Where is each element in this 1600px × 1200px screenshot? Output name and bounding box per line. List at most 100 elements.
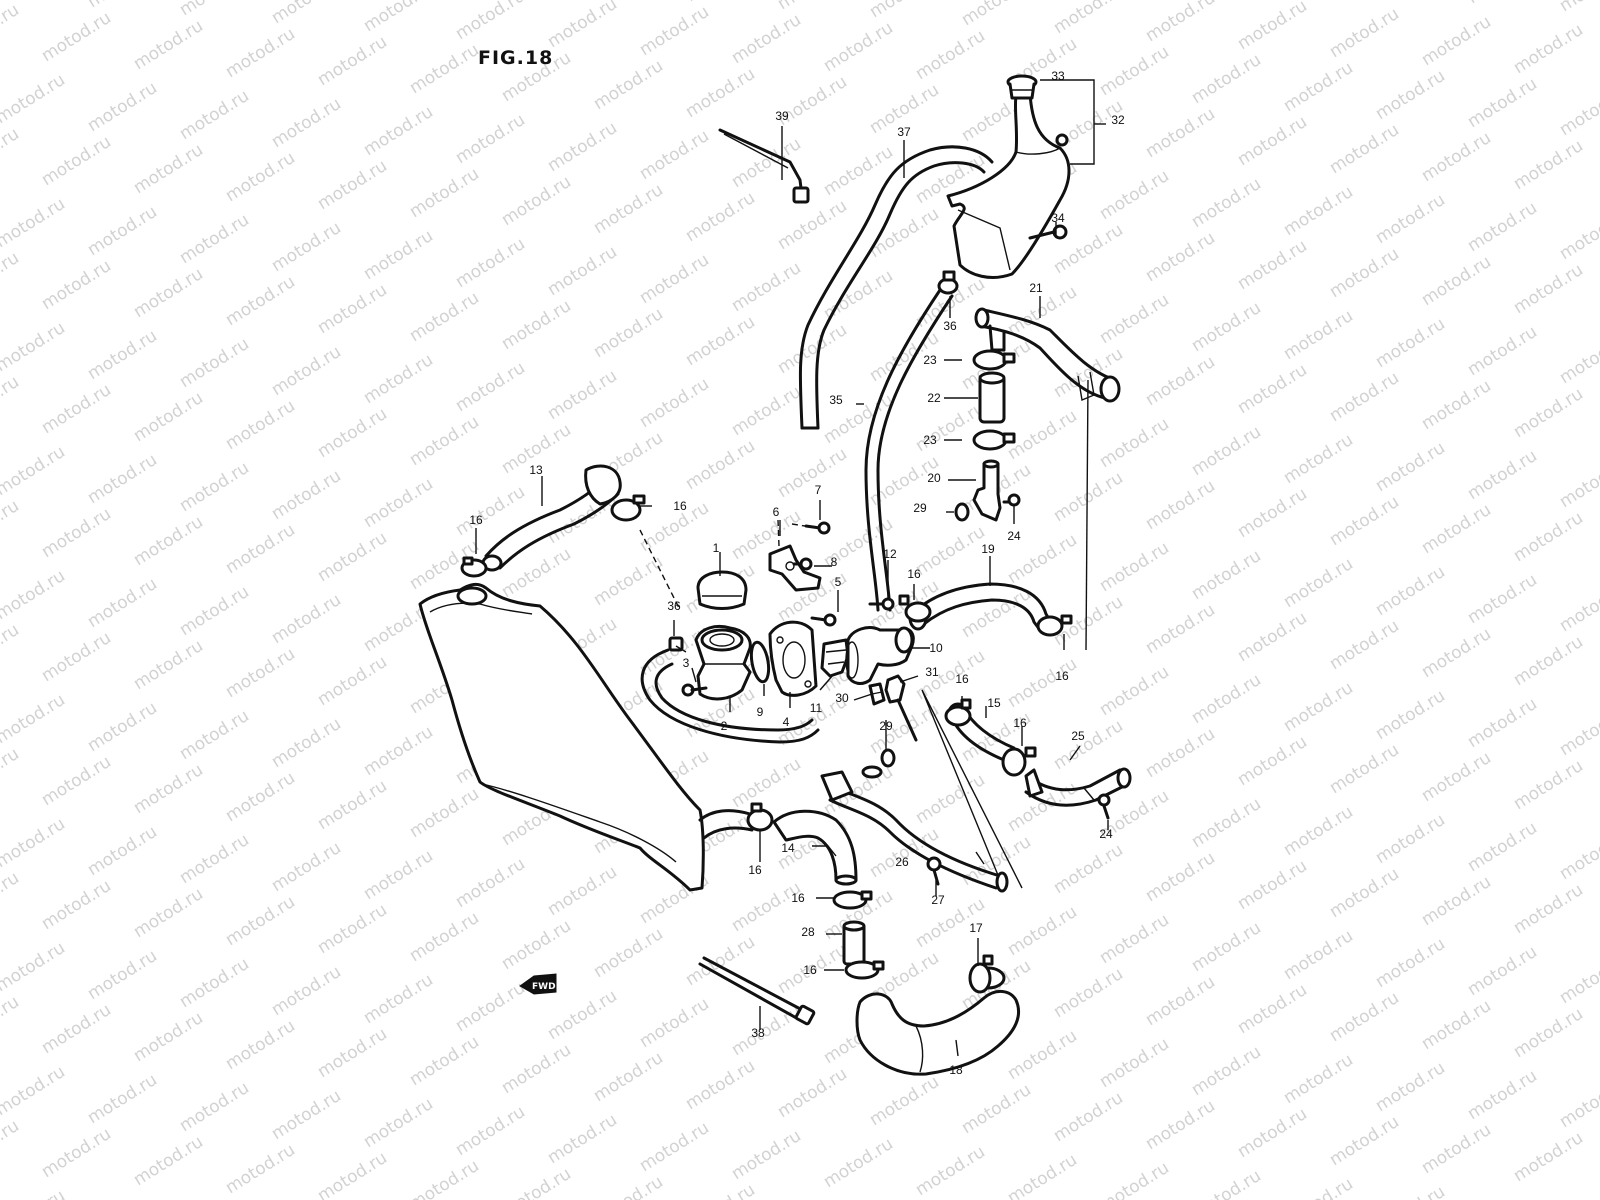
watermark-text: motod.ru xyxy=(1234,360,1311,418)
watermark-text: motod.ru xyxy=(774,320,851,378)
watermark-text: motod.ru xyxy=(1510,756,1587,814)
watermark-text: motod.ru xyxy=(176,458,253,516)
watermark-text: motod.ru xyxy=(912,26,989,84)
watermark-text: motod.ru xyxy=(1418,996,1495,1054)
watermark-text: motod.ru xyxy=(1464,570,1541,628)
watermark-text: motod.ru xyxy=(176,1078,253,1136)
watermark-text: motod.ru xyxy=(1004,1026,1081,1084)
part-31-sensor xyxy=(884,674,918,742)
watermark-text: motod.ru xyxy=(84,0,161,12)
watermark-text: motod.ru xyxy=(1234,980,1311,1038)
callout-16g: 16 xyxy=(748,863,762,877)
watermark-text: motod.ru xyxy=(958,0,1035,30)
watermark-text: motod.ru xyxy=(1280,802,1357,860)
watermark-text: motod.ru xyxy=(1188,794,1265,852)
watermark-text: motod.ru xyxy=(0,248,23,306)
watermark-text: motod.ru xyxy=(130,1008,207,1066)
part-26-pipe xyxy=(820,765,1009,893)
watermark-text: motod.ru xyxy=(1418,252,1495,310)
watermark-text: motod.ru xyxy=(0,620,23,678)
watermark-text: motod.ru xyxy=(636,994,713,1052)
watermark-text: motod.ru xyxy=(636,1118,713,1176)
watermark-text: motod.ru xyxy=(268,714,345,772)
watermark-text: motod.ru xyxy=(0,566,69,624)
watermark-text: motod.ru xyxy=(406,1156,483,1200)
part-16-clamp-g xyxy=(746,802,774,832)
watermark-text: motod.ru xyxy=(1326,864,1403,922)
part-6-bracket xyxy=(768,544,822,592)
watermark-text: motod.ru xyxy=(1464,198,1541,256)
callout-3: 3 xyxy=(683,656,690,670)
watermark-text: motod.ru xyxy=(820,18,897,76)
watermark-text: motod.ru xyxy=(360,102,437,160)
watermark-text: motod.ru xyxy=(130,388,207,446)
watermark-text: motod.ru xyxy=(1280,1050,1357,1108)
watermark-text: motod.ru xyxy=(1280,430,1357,488)
part-34-screw xyxy=(1028,224,1068,240)
callout-12: 12 xyxy=(883,547,897,561)
watermark-text: motod.ru xyxy=(498,296,575,354)
part-36-clamp-top xyxy=(937,270,959,295)
watermark-text: motod.ru xyxy=(544,242,621,300)
callout-1: 1 xyxy=(713,541,720,555)
watermark-text: motod.ru xyxy=(1372,314,1449,372)
part-radiator-outlet-hose xyxy=(698,809,754,840)
watermark-text: motod.ru xyxy=(360,722,437,780)
watermark-text: motod.ru xyxy=(84,326,161,384)
watermark-text: motod.ru xyxy=(268,838,345,896)
watermark-text: motod.ru xyxy=(314,156,391,214)
watermark-text: motod.ru xyxy=(1510,20,1587,78)
watermark-text: motod.ru xyxy=(1142,972,1219,1030)
watermark-text: motod.ru xyxy=(1372,190,1449,248)
watermark-text: motod.ru xyxy=(682,64,759,122)
watermark-text: motod.ru xyxy=(1050,0,1127,38)
watermark-text: motod.ru xyxy=(820,142,897,200)
part-radiator xyxy=(418,582,705,892)
watermark-text: motod.ru xyxy=(314,652,391,710)
watermark-text: motod.ru xyxy=(38,380,115,438)
watermark-text: motod.ru xyxy=(1188,1042,1265,1100)
watermark-text: motod.ru xyxy=(406,784,483,842)
callout-38: 38 xyxy=(751,1026,765,1040)
part-23-clamp-upper xyxy=(972,349,1016,371)
watermark-text: motod.ru xyxy=(774,196,851,254)
watermark-text: motod.ru xyxy=(176,830,253,888)
watermark-text: motod.ru xyxy=(0,442,69,500)
watermark-text: motod.ru xyxy=(1418,748,1495,806)
watermark-text: motod.ru xyxy=(1372,562,1449,620)
watermark-text: motod.ru xyxy=(774,1064,851,1122)
watermark-text: motod.ru xyxy=(360,846,437,904)
callout-27: 27 xyxy=(931,893,945,907)
part-3-bolt xyxy=(681,683,708,697)
callout-21: 21 xyxy=(1029,281,1043,295)
watermark-text: motod.ru xyxy=(1280,554,1357,612)
watermark-text: motod.ru xyxy=(1510,508,1587,566)
watermark-text: motod.ru xyxy=(38,132,115,190)
watermark-text: motod.ru xyxy=(0,194,69,252)
part-30-fitting xyxy=(868,682,886,706)
parts: FWD xyxy=(418,74,1132,1076)
watermark-text: motod.ru xyxy=(0,690,69,748)
callout-9: 9 xyxy=(757,705,764,719)
callout-13: 13 xyxy=(529,463,543,477)
part-16-clamp-c xyxy=(898,594,932,623)
watermark-text: motod.ru xyxy=(314,528,391,586)
watermark-text: motod.ru xyxy=(1280,678,1357,736)
callout-36b: 36 xyxy=(667,599,681,613)
watermark-text: motod.ru xyxy=(84,450,161,508)
watermark-text: motod.ru xyxy=(130,140,207,198)
watermark-text: motod.ru xyxy=(1326,1112,1403,1170)
watermark-text: motod.ru xyxy=(1050,840,1127,898)
part-8-bolt xyxy=(792,557,813,571)
watermark-text: motod.ru xyxy=(1096,662,1173,720)
part-bypass-hose xyxy=(640,648,820,744)
watermark-text: motod.ru xyxy=(1418,872,1495,930)
watermark-text: motod.ru xyxy=(544,862,621,920)
watermark-text: motod.ru xyxy=(314,900,391,958)
callout-16i: 16 xyxy=(803,963,817,977)
watermark-text: motod.ru xyxy=(682,1056,759,1114)
watermark-text: motod.ru xyxy=(0,372,23,430)
watermark-text: motod.ru xyxy=(544,0,621,52)
watermark-text: motod.ru xyxy=(0,1062,69,1120)
part-24-bolt-lower xyxy=(1097,793,1111,820)
